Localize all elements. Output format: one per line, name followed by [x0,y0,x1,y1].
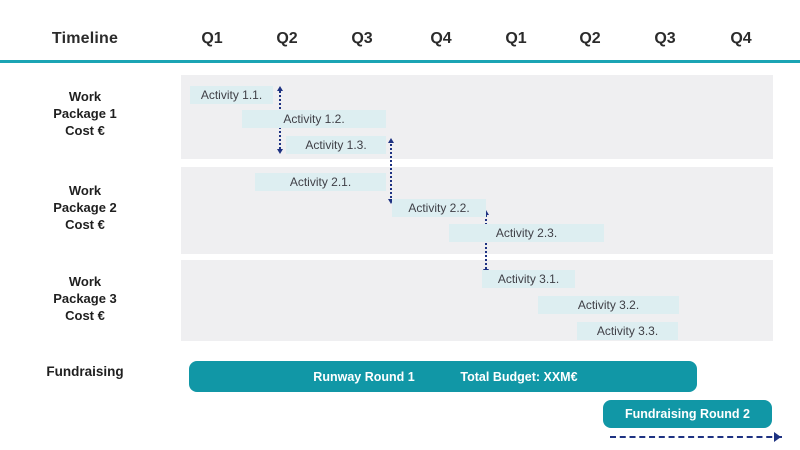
activity-bar-3-3: Activity 3.3. [577,322,678,340]
quarter-label-q2-y1: Q2 [276,30,298,47]
activity-bar-3-1: Activity 3.1. [482,270,575,288]
activity-bar-1-3: Activity 1.3. [286,136,386,154]
quarter-label-q1-y1: Q1 [201,30,223,47]
total-budget-text: Total Budget: XXM€ [460,369,578,384]
activity-bar-3-2: Activity 3.2. [538,296,679,314]
work-package-1-label: Work Package 1 Cost € [53,89,117,138]
quarter-label-q3-y1: Q3 [351,30,373,47]
quarter-label-q1-y2: Q1 [505,30,527,47]
work-package-2-label: Work Package 2 Cost € [53,183,117,232]
quarter-label-q4-y1: Q4 [430,30,452,47]
activity-bar-1-1: Activity 1.1. [190,86,273,104]
timeline-heading: Timeline [51,30,119,47]
fundraising-round-2-bar: Fundraising Round 2 [603,400,772,428]
header-divider-line [0,60,800,63]
runway-round-1-text: Runway Round 1 [313,369,415,384]
runway-round-1-bar: Runway Round 1 Total Budget: XXM€ [189,361,697,392]
quarter-label-q2-y2: Q2 [579,30,601,47]
activity-bar-2-1: Activity 2.1. [255,173,386,191]
future-timeline-arrow [610,432,782,442]
work-package-3-panel [181,260,773,341]
work-package-3-label: Work Package 3 Cost € [53,274,117,323]
activity-bar-2-2: Activity 2.2. [392,199,486,217]
quarter-label-q4-y2: Q4 [730,30,752,47]
activity-bar-2-3: Activity 2.3. [449,224,604,242]
dependency-arrow-2 [388,138,394,204]
activity-bar-1-2: Activity 1.2. [242,110,386,128]
dependency-arrow-3 [483,210,489,274]
fundraising-label: Fundraising [46,364,124,379]
quarter-label-q3-y2: Q3 [654,30,676,47]
fundraising-round-2-text: Fundraising Round 2 [625,407,750,421]
